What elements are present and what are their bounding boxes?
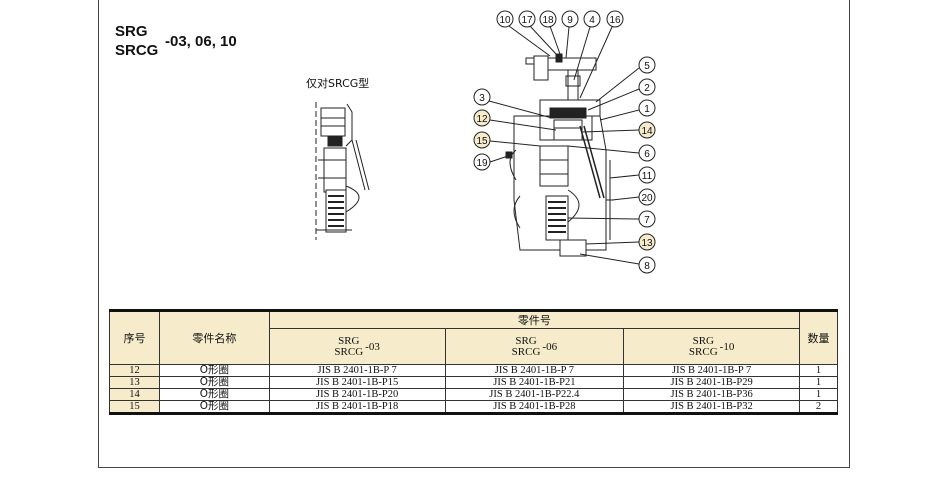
model-line-1: SRG <box>115 23 148 40</box>
svg-text:6: 6 <box>644 149 650 160</box>
subheader-10-suffix: -10 <box>719 340 735 353</box>
subheader-03-line2: SRCG <box>334 345 364 358</box>
row-partno-03: JIS B 2401-1B-P15 <box>268 376 446 389</box>
callout-8: 8 <box>579 253 656 274</box>
table-header-row: 序号 零件名称 零件号 数量 <box>109 310 838 365</box>
callout-9: 9 <box>561 10 579 59</box>
inset-section-drawing <box>315 102 370 240</box>
main-section-drawing <box>505 53 614 257</box>
callouts: 10 17 18 9 4 16 5 2 1 14 6 11 20 7 13 8 … <box>473 10 656 274</box>
callout-12: 12 <box>473 109 557 131</box>
callout-15: 15 <box>473 131 541 149</box>
col-header-name: 零件名称 <box>158 310 270 365</box>
row-partno-03: JIS B 2401-1B-P18 <box>268 400 446 414</box>
inset-caption: 仅对SRCG型 <box>306 77 370 90</box>
svg-text:18: 18 <box>542 15 554 26</box>
table-row: 13 O形圈 JIS B 2401-1B-P15 JIS B 2401-1B-P… <box>109 376 838 389</box>
callout-11: 11 <box>609 166 656 184</box>
subheader-10-line2: SRCG <box>688 345 718 358</box>
callout-17: 17 <box>518 10 557 55</box>
row-qty: 1 <box>799 376 838 389</box>
callout-2: 2 <box>587 78 656 111</box>
row-partno-10: JIS B 2401-1B-P36 <box>623 388 800 401</box>
table-row: 14 O形圈 JIS B 2401-1B-P20 JIS B 2401-1B-P… <box>109 388 838 401</box>
callout-5: 5 <box>595 56 656 103</box>
svg-text:10: 10 <box>499 15 511 26</box>
subheader-06-line1: SRG <box>515 334 537 347</box>
callout-6: 6 <box>567 144 656 162</box>
row-qty: 1 <box>799 364 838 377</box>
subheader-06-line2: SRCG <box>511 345 541 358</box>
svg-text:1: 1 <box>644 104 650 115</box>
row-partno-10: JIS B 2401-1B-P29 <box>623 376 800 389</box>
svg-text:16: 16 <box>609 15 621 26</box>
callout-16: 16 <box>579 10 624 99</box>
callout-14: 14 <box>581 121 656 139</box>
callout-3: 3 <box>473 88 553 119</box>
row-partno-06: JIS B 2401-1B-P21 <box>444 376 625 389</box>
row-partno-10: JIS B 2401-1B-P 7 <box>623 364 800 377</box>
svg-text:4: 4 <box>589 15 595 26</box>
table-row: 15 O形圈 JIS B 2401-1B-P18 JIS B 2401-1B-P… <box>109 400 838 414</box>
cross-section-drawing: 10 17 18 9 4 16 5 2 1 14 6 11 20 7 13 8 … <box>315 10 656 274</box>
subheader-10-line1: SRG <box>692 334 714 347</box>
row-qty: 1 <box>799 388 838 401</box>
svg-text:17: 17 <box>521 15 533 26</box>
svg-text:11: 11 <box>642 171 653 182</box>
row-partno-03: JIS B 2401-1B-P 7 <box>268 364 446 377</box>
col-header-index: 序号 <box>109 310 160 365</box>
col-header-qty: 数量 <box>799 310 838 365</box>
col-header-partno: 零件号 <box>268 310 801 329</box>
model-title: SRG SRCG -03, 06, 10 <box>115 22 237 60</box>
svg-text:7: 7 <box>644 215 650 226</box>
svg-text:8: 8 <box>644 261 650 272</box>
table-row: 12 O形圈 JIS B 2401-1B-P 7 JIS B 2401-1B-P… <box>109 364 838 377</box>
page-frame <box>98 0 850 468</box>
row-partno-10: JIS B 2401-1B-P32 <box>623 400 800 414</box>
svg-text:14: 14 <box>641 126 653 137</box>
row-index: 13 <box>109 376 160 389</box>
svg-text:19: 19 <box>476 158 488 169</box>
svg-text:13: 13 <box>641 238 653 249</box>
svg-text:9: 9 <box>567 15 573 26</box>
callout-13: 13 <box>585 233 656 251</box>
callout-19: 19 <box>473 153 509 171</box>
svg-text:3: 3 <box>479 93 485 104</box>
row-part-name: O形圈 <box>158 364 270 377</box>
subheader-03-suffix: -03 <box>365 340 380 353</box>
row-partno-06: JIS B 2401-1B-P 7 <box>444 364 625 377</box>
row-partno-06: JIS B 2401-1B-P28 <box>444 400 625 414</box>
svg-text:15: 15 <box>476 136 488 147</box>
callout-4: 4 <box>573 10 601 81</box>
callout-18: 18 <box>539 10 561 55</box>
row-part-name: O形圈 <box>158 400 270 414</box>
model-line-2: SRCG <box>115 42 159 59</box>
row-qty: 2 <box>799 400 838 414</box>
callout-1: 1 <box>599 99 656 121</box>
row-index: 12 <box>109 364 160 377</box>
callout-10: 10 <box>496 10 551 57</box>
row-index: 15 <box>109 400 160 414</box>
row-partno-06: JIS B 2401-1B-P22.4 <box>444 388 625 401</box>
callout-7: 7 <box>567 210 656 228</box>
svg-text:2: 2 <box>644 83 650 94</box>
subheader-03-line1: SRG <box>338 334 360 347</box>
row-part-name: O形圈 <box>158 388 270 401</box>
row-index: 14 <box>109 388 160 401</box>
row-part-name: O形圈 <box>158 376 270 389</box>
svg-text:5: 5 <box>644 61 650 72</box>
subheader-06-suffix: -06 <box>542 340 558 353</box>
callout-20: 20 <box>611 188 656 206</box>
row-partno-03: JIS B 2401-1B-P20 <box>268 388 446 401</box>
model-sizes: -03, 06, 10 <box>165 33 237 50</box>
svg-text:12: 12 <box>476 114 488 125</box>
svg-text:20: 20 <box>641 193 653 204</box>
